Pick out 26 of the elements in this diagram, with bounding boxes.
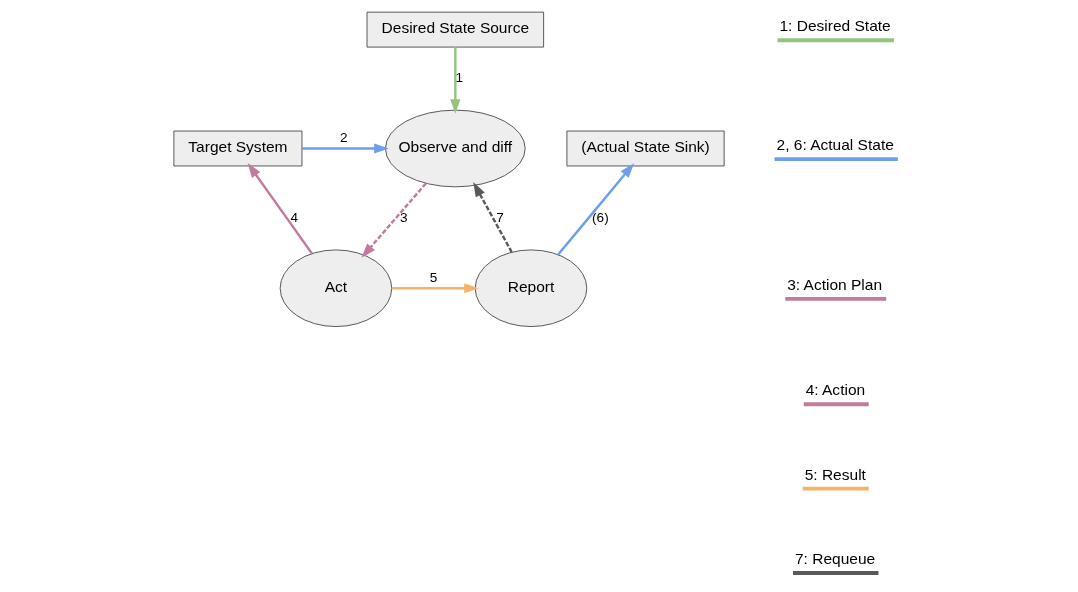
edge-label: 7 bbox=[495, 209, 504, 225]
edge-label: 3 bbox=[399, 209, 408, 225]
arrow bbox=[556, 163, 634, 256]
node-box: Desired State Source bbox=[366, 11, 544, 48]
arrow bbox=[301, 143, 389, 154]
arrow bbox=[472, 182, 513, 253]
legend-label: 7: Requeue bbox=[794, 550, 875, 568]
legend-label: 4: Action bbox=[805, 381, 865, 399]
edge-label: (6) bbox=[591, 209, 609, 225]
edge-label: 4 bbox=[289, 209, 298, 225]
node-ellipse: Act bbox=[279, 249, 392, 328]
arrow bbox=[247, 163, 313, 255]
node-box: Target System bbox=[172, 130, 302, 167]
node-ellipse: Report bbox=[474, 249, 587, 328]
arrow bbox=[361, 182, 427, 258]
node-box: (Actual State Sink) bbox=[565, 130, 725, 167]
arrow bbox=[449, 47, 460, 114]
legend-label: 5: Result bbox=[804, 465, 866, 483]
legend-label: 2, 6: Actual State bbox=[776, 136, 894, 154]
legend-label: 1: Desired State bbox=[778, 17, 891, 35]
node-ellipse: Observe and diff bbox=[384, 109, 526, 188]
edge-label: 2 bbox=[339, 129, 347, 145]
legend-label: 3: Action Plan bbox=[786, 275, 882, 293]
arrow bbox=[391, 283, 479, 294]
edge-label: 1 bbox=[454, 70, 463, 86]
edge-label: 5 bbox=[429, 269, 437, 285]
